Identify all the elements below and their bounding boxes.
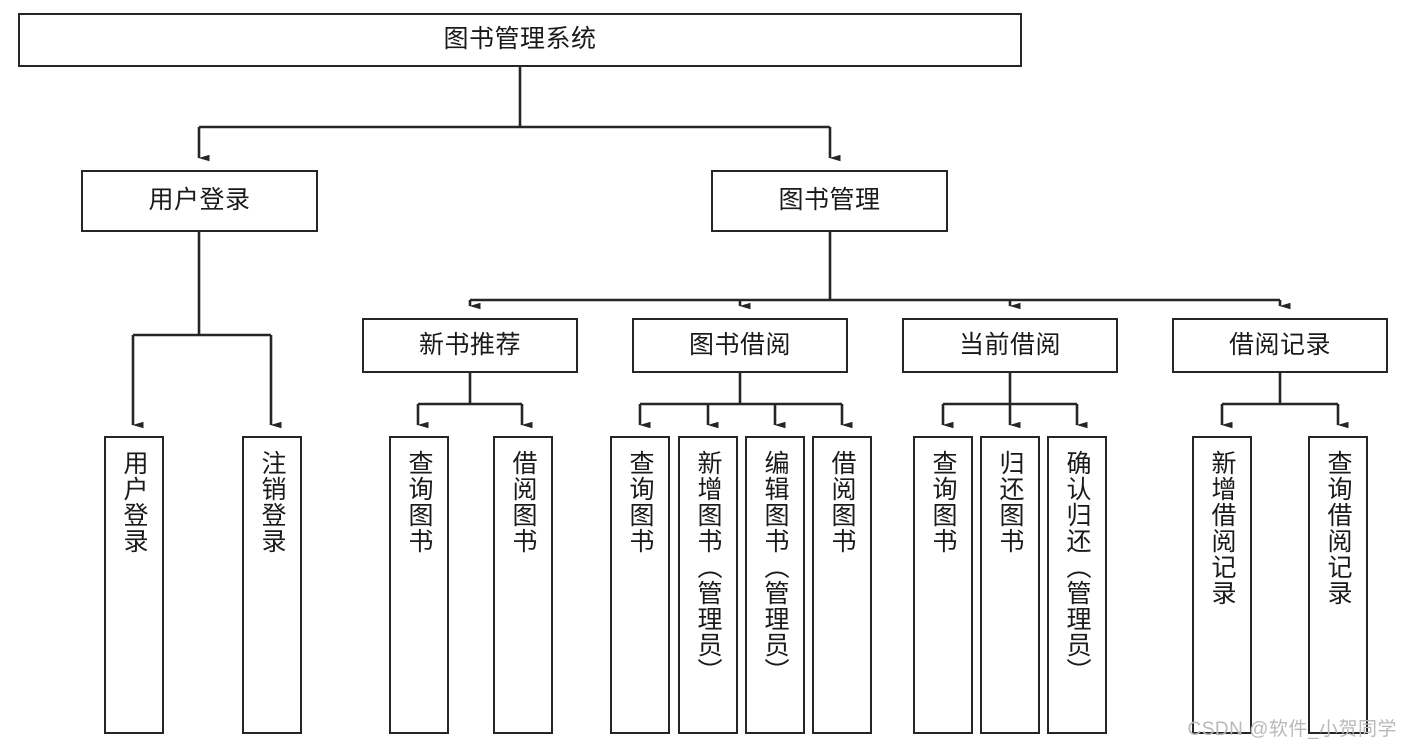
node-leaf-query-book-2[interactable]: 查询图书	[610, 436, 670, 734]
node-leaf-logout-login[interactable]: 注销登录	[242, 436, 302, 734]
csdn-watermark: CSDN @软件_小贺同学	[1187, 719, 1397, 740]
node-root[interactable]: 图书管理系统	[18, 13, 1022, 67]
node-leaf-query-book-1[interactable]: 查询图书	[389, 436, 449, 734]
node-user-login-label: 用户登录	[148, 186, 251, 215]
node-leaf-add-book-label: 新增图书（管理员）	[694, 450, 722, 684]
node-book-borrow[interactable]: 图书借阅	[632, 318, 848, 373]
node-leaf-query-book-2-label: 查询图书	[626, 450, 654, 554]
node-leaf-query-record-label: 查询借阅记录	[1324, 450, 1352, 606]
node-leaf-borrow-book-2[interactable]: 借阅图书	[812, 436, 872, 734]
node-leaf-add-record-label: 新增借阅记录	[1208, 450, 1236, 606]
node-root-label: 图书管理系统	[443, 25, 597, 54]
node-leaf-borrow-book-2-label: 借阅图书	[828, 450, 856, 554]
node-leaf-edit-book-label: 编辑图书（管理员）	[761, 450, 789, 684]
node-leaf-return-book-label: 归还图书	[996, 450, 1024, 554]
node-leaf-confirm-return-label: 确认归还（管理员）	[1063, 450, 1091, 684]
node-borrow-record[interactable]: 借阅记录	[1172, 318, 1388, 373]
node-leaf-user-login[interactable]: 用户登录	[104, 436, 164, 734]
node-user-login[interactable]: 用户登录	[81, 170, 318, 232]
node-current-borrow[interactable]: 当前借阅	[902, 318, 1118, 373]
node-leaf-query-book-3[interactable]: 查询图书	[913, 436, 973, 734]
node-leaf-confirm-return[interactable]: 确认归还（管理员）	[1047, 436, 1107, 734]
node-leaf-query-record[interactable]: 查询借阅记录	[1308, 436, 1368, 734]
node-leaf-borrow-book-1[interactable]: 借阅图书	[493, 436, 553, 734]
node-leaf-user-login-label: 用户登录	[120, 450, 148, 554]
node-leaf-edit-book[interactable]: 编辑图书（管理员）	[745, 436, 805, 734]
node-current-borrow-label: 当前借阅	[958, 330, 1061, 359]
node-new-book-recommend[interactable]: 新书推荐	[362, 318, 578, 373]
node-leaf-query-book-3-label: 查询图书	[929, 450, 957, 554]
node-leaf-query-book-1-label: 查询图书	[405, 450, 433, 554]
node-borrow-record-label: 借阅记录	[1228, 330, 1331, 359]
node-new-book-recommend-label: 新书推荐	[418, 330, 521, 359]
node-leaf-add-record[interactable]: 新增借阅记录	[1192, 436, 1252, 734]
node-leaf-return-book[interactable]: 归还图书	[980, 436, 1040, 734]
node-book-borrow-label: 图书借阅	[688, 330, 791, 359]
node-book-manage[interactable]: 图书管理	[711, 170, 948, 232]
node-book-manage-label: 图书管理	[778, 186, 881, 215]
node-leaf-add-book[interactable]: 新增图书（管理员）	[678, 436, 738, 734]
node-leaf-borrow-book-1-label: 借阅图书	[509, 450, 537, 554]
node-leaf-logout-login-label: 注销登录	[258, 450, 286, 554]
